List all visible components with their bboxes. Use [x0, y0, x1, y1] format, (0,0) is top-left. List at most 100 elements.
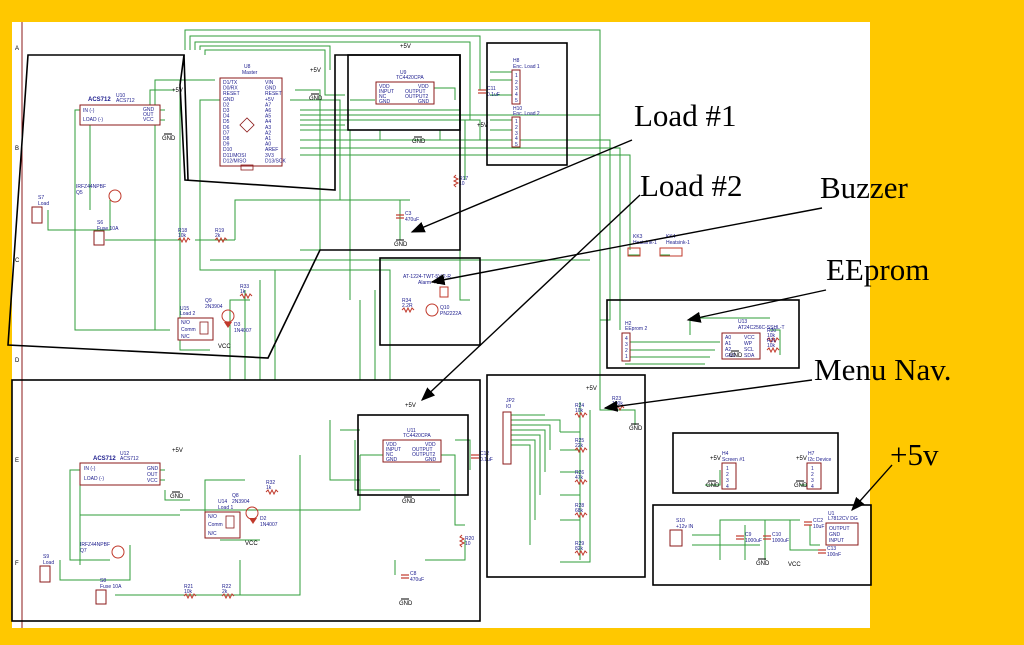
plus5v-label: +5V: [405, 403, 416, 409]
u14-pin-1: Comm: [208, 522, 223, 528]
resistor-ref: R24: [575, 403, 584, 409]
u13-pin-r1: WP: [744, 341, 753, 347]
u11-driver: U11 TC4420CPA VDD INPUT NC GND VDD OUTPU…: [382, 428, 442, 463]
resistor-value: 10k: [767, 343, 776, 349]
s8-fuse-holder: S8 Fuse 10A: [95, 578, 122, 605]
plus5v-symbol: +5V: [172, 88, 183, 94]
h8-ref: H8: [513, 58, 520, 64]
u11-ref: U11: [407, 428, 416, 434]
q5-ref: Q5: [76, 190, 83, 196]
h7-name: I2c Device: [808, 457, 832, 463]
buzzer-arrow: [430, 207, 823, 286]
gnd-symbol: GND: [394, 239, 408, 248]
resistor-value: 82k: [575, 546, 584, 552]
kk3-heatsink: KK3 Heatsink-1: [627, 234, 657, 257]
u12-big-label: ACS712: [93, 456, 116, 462]
u8-right-pin-label: GND: [265, 86, 277, 92]
u14-ref: U14: [218, 499, 227, 505]
d2-name: 1N4007: [260, 522, 278, 528]
gnd-label: GND: [706, 483, 720, 489]
gnd-label: GND: [756, 561, 770, 567]
section-outlines: [7, 42, 872, 622]
u1-pin-2: INPUT: [829, 538, 844, 544]
resistor-ref: R28: [575, 503, 584, 509]
vcc-label: VCC: [788, 562, 801, 568]
h10-pin-3: 4: [515, 136, 518, 142]
resistor-value: 22k: [575, 443, 584, 449]
u8-left-pin-label: D2: [223, 102, 230, 108]
plus5v-arrow: [851, 464, 893, 512]
u10-name: ACS712: [116, 98, 135, 104]
u9-name: TC4420CPA: [396, 75, 424, 81]
u13-pin-l3: GND: [725, 353, 737, 359]
gnd-symbol: GND: [412, 136, 426, 145]
u11-sub-outline: [357, 414, 469, 496]
capacitor-value: 1000uF: [745, 538, 762, 544]
h4-header: H4 Screen #1 1 2 3 4: [721, 451, 745, 490]
callout-arrows: [410, 139, 893, 512]
jp2-ref: JP2: [506, 398, 515, 404]
s7-terminal: S7 Load: [31, 195, 49, 224]
resistor-ref: R25: [575, 438, 584, 444]
row-marker-b: B: [15, 146, 19, 152]
gnd-symbol: GND: [729, 350, 743, 359]
resistor-ref: R18: [178, 228, 187, 234]
capacitor-value: 10uF: [813, 524, 824, 530]
resistor-ref: R17: [459, 176, 468, 182]
u8-right-pins: VINGNDRESET+5VA7A6A5A4A3A2A1A0AREF3V3D13…: [265, 80, 287, 164]
jp2-header: JP2 IO: [502, 398, 515, 465]
capacitor-value: 1000uF: [772, 538, 789, 544]
eeprom-section-outline: [606, 299, 800, 369]
q9-name: 2N3904: [205, 304, 223, 310]
plus5v-symbol: +5V: [172, 448, 183, 454]
h8-pin-3: 4: [515, 92, 518, 98]
gnd-symbol: GND: [309, 93, 323, 102]
u1-regulator: U1 L7812CV DG OUTPUT GND INPUT: [825, 511, 859, 546]
resistors: R1810kR192kR331kR1710R342.2RR2110kR222kR…: [177, 174, 780, 600]
u13-pin-r2: SCL: [744, 347, 754, 353]
resistor-symbol: [239, 292, 253, 300]
plus5v-label: +5V: [586, 386, 597, 392]
h2-pin-0: 4: [625, 336, 628, 342]
encoder-section-outline: [486, 42, 568, 166]
u15-pin-1: Comm: [181, 327, 196, 333]
buzzer-component: AT-1224-TWT-5V-2-R Alarm: [403, 274, 451, 298]
u8-right-pin-label: A5: [265, 114, 271, 120]
capacitor-value: 470uF: [405, 217, 419, 223]
h4-pin-1: 2: [726, 472, 729, 478]
resistor-symbol: [766, 336, 780, 344]
u11-name: TC4420CPA: [403, 433, 431, 439]
u11-pin-r0: VDD: [425, 442, 436, 448]
plus5v-symbol: +5V: [710, 456, 721, 462]
callout-menu-nav: Menu Nav.: [814, 352, 951, 387]
u13-name: AT24C256C-SSHL-T: [738, 325, 785, 331]
s8-name: Fuse 10A: [100, 584, 122, 590]
resistor-ref: R20: [465, 536, 474, 542]
kk3-name: Heatsink-1: [633, 240, 657, 246]
u9-driver: U9 TC4420CPA VDD INPUT NC GND VDD OUTPUT…: [375, 70, 435, 105]
row-marker-e: E: [15, 458, 19, 464]
vcc-label: VCC: [245, 541, 258, 547]
plus5v-label: +5V: [710, 456, 721, 462]
resistor-value: 10: [465, 541, 471, 547]
s10-name: +12v IN: [676, 524, 694, 530]
q7-ref: Q7: [80, 548, 87, 554]
resistor-value: 10: [459, 181, 465, 187]
plus5v-symbol: +5V: [586, 386, 597, 392]
callout-load1: Load #1: [634, 98, 736, 133]
eeprom-arrow: [686, 289, 827, 323]
capacitor-ref: C9: [745, 532, 752, 538]
gnd-label: GND: [170, 494, 184, 500]
u12-pin-1: LOAD (-): [84, 476, 104, 482]
